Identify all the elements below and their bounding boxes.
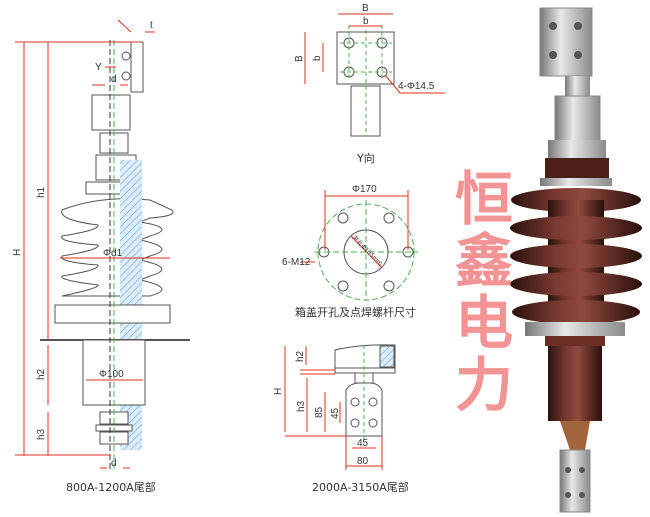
tail-2000-drawing <box>334 344 396 440</box>
caption-lid-view: 箱盖开孔及点焊螺杆尺寸 <box>295 305 416 319</box>
watermark: 恒鑫电力 <box>445 168 513 416</box>
label-b-horizontal: b <box>363 16 369 27</box>
label-phi-100: Φ100 <box>99 369 124 380</box>
label-h1: h1 <box>36 186 47 198</box>
tail-label-45-horizontal: 45 <box>357 438 369 449</box>
lid-view-drawing <box>300 190 418 301</box>
label-6-m12: 6-M12 <box>282 257 311 268</box>
flange <box>54 304 171 324</box>
label-d-bottom: d <box>111 458 117 469</box>
clamp <box>91 94 131 131</box>
y-view-dimensions <box>304 13 445 94</box>
label-B-horizontal: B <box>362 3 369 14</box>
label-B-vertical: B <box>294 55 305 62</box>
label-h3: h3 <box>36 428 47 440</box>
bushing-photo <box>510 7 642 513</box>
caption-800-1200: 800A-1200A尾部 <box>66 480 156 494</box>
tail-label-h3: h3 <box>296 400 307 412</box>
y-view-drawing <box>336 25 395 137</box>
left-dimensions <box>15 19 170 469</box>
tail-label-H: H <box>273 388 284 395</box>
label-t: t <box>150 20 153 31</box>
tail-label-45-vertical: 45 <box>330 407 341 419</box>
label-b-vertical: b <box>312 55 323 61</box>
label-H: H <box>12 249 23 256</box>
label-phi-d1: Φd1 <box>103 248 123 259</box>
label-d-top: d <box>111 74 117 85</box>
tail-2000-dimensions <box>284 346 383 470</box>
left-bushing-drawing <box>40 40 190 470</box>
tail-label-h2: h2 <box>295 350 306 362</box>
tail-label-85: 85 <box>314 406 325 418</box>
caption-2000-3150: 2000A-3150A尾部 <box>312 480 409 494</box>
tail-label-80: 80 <box>357 456 369 467</box>
label-phi-170: Φ170 <box>352 184 377 195</box>
label-h2: h2 <box>36 368 47 380</box>
caption-y-view: Y向 <box>356 151 375 165</box>
label-y-arrow: Y <box>95 62 102 73</box>
terminal-plate <box>130 41 144 93</box>
label-opening: 开孔Φ105mm <box>351 234 385 268</box>
label-holes: 4-Φ14.5 <box>398 81 435 92</box>
